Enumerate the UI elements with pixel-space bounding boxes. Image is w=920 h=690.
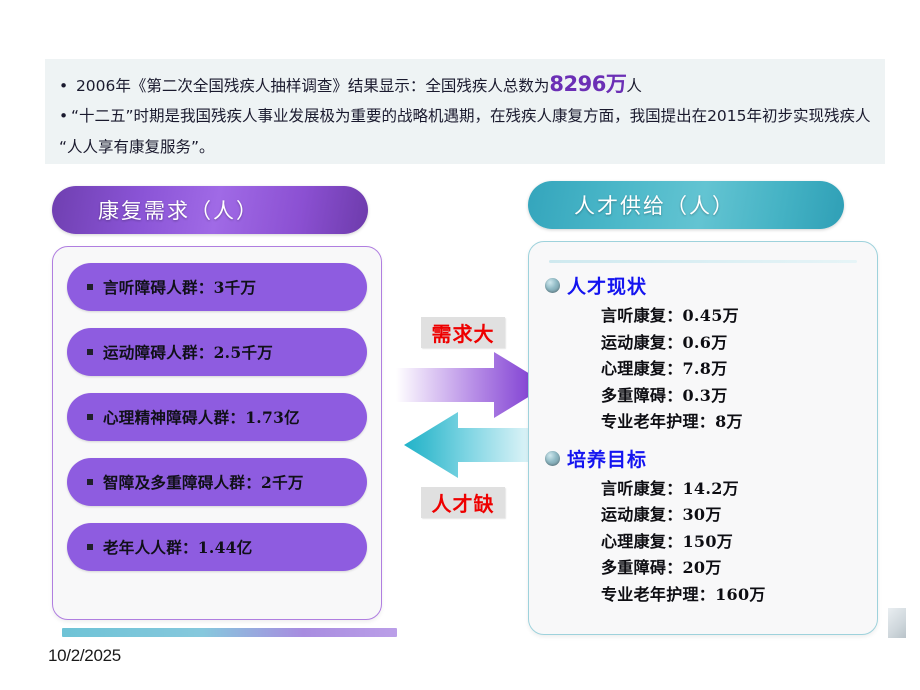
talent-gap-label-badge: 人才缺 bbox=[421, 487, 505, 518]
list-item[interactable]: 心理精神障碍人群：1.73亿 bbox=[67, 393, 367, 441]
banner-highlight-number: 8296万 bbox=[549, 72, 627, 96]
group-list-current: 言听康复：0.45万 运动康复：0.6万 心理康复：7.8万 多重障碍：0.3万… bbox=[545, 303, 861, 436]
sphere-bullet-icon bbox=[545, 278, 560, 293]
left-column: 康复需求（人） 言听障碍人群：3千万 运动障碍人群：2.5千万 心理精神障碍人群… bbox=[52, 186, 382, 620]
list-item-label: 运动障碍人群：2.5千万 bbox=[103, 343, 274, 362]
list-item: 心理康复：7.8万 bbox=[601, 359, 728, 378]
list-item-label: 言听障碍人群：3千万 bbox=[103, 278, 257, 297]
watermark-text bbox=[672, 615, 902, 641]
demand-label-text: 需求大 bbox=[431, 322, 495, 346]
bullet-glyph-icon-2: • bbox=[59, 107, 69, 125]
date-stamp: 10/2/2025 bbox=[48, 646, 121, 665]
right-column: 人才供给（人） 人才现状 言听康复：0.45万 运动康复：0.6万 心理康复：7… bbox=[528, 181, 878, 635]
square-bullet-icon bbox=[87, 284, 93, 290]
list-item: 运动康复：30万 bbox=[601, 505, 722, 524]
left-panel-header-label: 康复需求（人） bbox=[98, 199, 259, 223]
bullet-glyph-icon: • bbox=[59, 77, 69, 95]
list-item: 言听康复：0.45万 bbox=[601, 306, 739, 325]
banner-line-2-row: •“十二五”时期是我国残疾人事业发展极为重要的战略机遇期，在残疾人康复方面，我国… bbox=[59, 101, 871, 163]
list-item-label: 心理精神障碍人群：1.73亿 bbox=[103, 408, 300, 427]
arrow-svg bbox=[396, 352, 556, 478]
sphere-bullet-icon bbox=[545, 450, 560, 466]
footer-decorative-band bbox=[62, 628, 397, 637]
list-item-label: 老年人人群：1.44亿 bbox=[103, 538, 253, 557]
left-panel-card: 言听障碍人群：3千万 运动障碍人群：2.5千万 心理精神障碍人群：1.73亿 智… bbox=[52, 246, 382, 620]
arrow-group bbox=[396, 352, 556, 482]
list-item: 专业老年护理：160万 bbox=[601, 584, 766, 604]
right-panel-header: 人才供给（人） bbox=[528, 181, 844, 229]
square-bullet-icon bbox=[87, 544, 93, 550]
list-item: 多重障碍：0.3万 bbox=[601, 385, 728, 405]
list-item[interactable]: 运动障碍人群：2.5千万 bbox=[67, 328, 367, 376]
banner-line-2: “十二五”时期是我国残疾人事业发展极为重要的战略机遇期，在残疾人康复方面，我国提… bbox=[59, 107, 871, 156]
list-item: 专业老年护理：8万 bbox=[601, 412, 743, 431]
square-bullet-icon bbox=[87, 414, 93, 420]
list-item[interactable]: 言听障碍人群：3千万 bbox=[67, 263, 367, 311]
group-list-target: 言听康复：14.2万 运动康复：30万 心理康复：150万 多重障碍：20万 专… bbox=[545, 476, 861, 609]
right-arrow-icon bbox=[396, 352, 548, 418]
list-item: 言听康复：14.2万 bbox=[601, 478, 739, 498]
list-item[interactable]: 老年人人群：1.44亿 bbox=[67, 523, 367, 571]
demand-label-badge: 需求大 bbox=[421, 317, 505, 348]
group-header-target[interactable]: 培养目标 bbox=[545, 445, 861, 472]
right-panel-card: 人才现状 言听康复：0.45万 运动康复：0.6万 心理康复：7.8万 多重障碍… bbox=[528, 241, 878, 635]
list-item: 心理康复：150万 bbox=[601, 531, 734, 551]
banner-line-1: • 2006年《第二次全国残疾人抽样调查》结果显示：全国残疾人总数为8296万人 bbox=[59, 69, 871, 101]
banner-line-1-post: 人 bbox=[626, 77, 642, 95]
group-header-current[interactable]: 人才现状 bbox=[545, 272, 861, 299]
list-item[interactable]: 智障及多重障碍人群：2千万 bbox=[67, 458, 367, 506]
left-panel-header: 康复需求（人） bbox=[52, 186, 368, 234]
list-item: 运动康复：0.6万 bbox=[601, 332, 728, 352]
group-title: 培养目标 bbox=[567, 448, 648, 471]
right-panel-header-label: 人才供给（人） bbox=[574, 194, 735, 218]
group-title: 人才现状 bbox=[567, 276, 648, 298]
talent-gap-label-text: 人才缺 bbox=[431, 492, 495, 516]
group-spacer bbox=[545, 436, 861, 445]
square-bullet-icon bbox=[87, 349, 93, 355]
intro-text-banner: • 2006年《第二次全国残疾人抽样调查》结果显示：全国残疾人总数为8296万人… bbox=[45, 59, 885, 164]
square-bullet-icon bbox=[87, 479, 93, 485]
left-arrow-icon bbox=[404, 412, 556, 478]
list-item-label: 智障及多重障碍人群：2千万 bbox=[103, 473, 304, 492]
list-item: 多重障碍：20万 bbox=[601, 558, 722, 577]
banner-line-1-pre: 2006年《第二次全国残疾人抽样调查》结果显示：全国残疾人总数为 bbox=[75, 77, 550, 95]
corner-fold-decoration bbox=[888, 608, 906, 638]
panel-divider bbox=[549, 260, 857, 263]
